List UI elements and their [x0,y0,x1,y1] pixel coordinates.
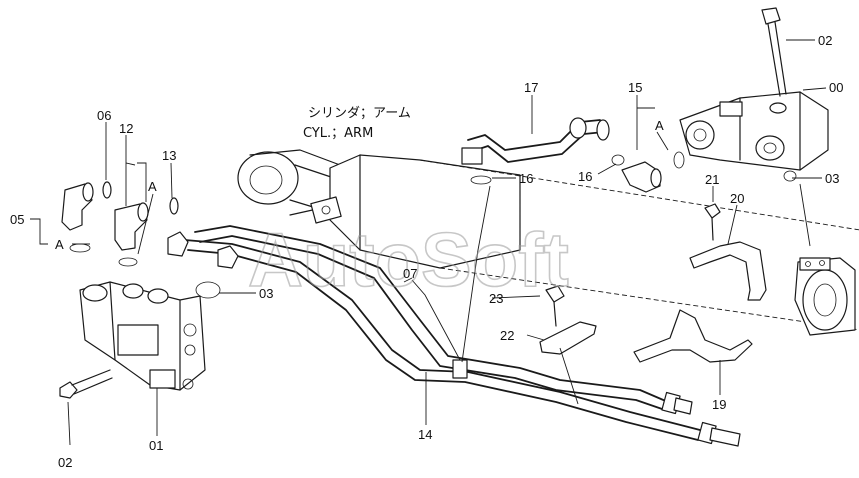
title-japanese: シリンダ；アーム [308,106,411,121]
label-02-top: 02 [818,33,832,48]
label-16-left: 16 [519,171,533,186]
label-a-mid: A [148,179,157,194]
part-labels: 02 00 17 15 A 16 16 03 21 20 06 12 13 A … [10,33,843,470]
label-14: 14 [418,427,432,442]
label-03-right: 03 [825,171,839,186]
valve-00 [679,91,829,171]
oring-a-left [69,243,91,253]
bolt-21 [704,203,721,241]
label-16-right: 16 [578,169,592,184]
clamp-19 [633,309,753,363]
clamp-20 [689,241,767,301]
label-23: 23 [489,291,503,306]
label-15: 15 [628,80,642,95]
label-21: 21 [705,172,719,187]
oring-13-shape [169,197,179,215]
nut-right [217,245,239,269]
label-00: 00 [829,80,843,95]
pipe-14 [184,239,741,447]
title-english: CYL.；ARM [303,126,373,141]
oring-16-left-shape [470,175,492,185]
label-13: 13 [162,148,176,163]
clamp-22 [539,321,597,355]
elbow-15 [621,161,662,193]
elbow-12 [114,202,149,251]
hose-17 [461,117,610,165]
label-20: 20 [730,191,744,206]
label-03-left: 03 [259,286,273,301]
bolt-02-top [761,7,787,97]
elbow-05 [61,182,94,231]
label-12: 12 [119,121,133,136]
label-02-bottom: 02 [58,455,72,470]
bolt-02-bottom [59,369,113,399]
oring-03-right-shape [783,170,797,182]
bolt-23 [545,285,565,327]
oring-16-right-shape [611,154,625,166]
oring-03-shape [195,281,221,299]
leader-lines [30,39,827,446]
label-22: 22 [500,328,514,343]
label-19: 19 [712,397,726,412]
label-05: 05 [10,212,24,227]
label-06: 06 [97,108,111,123]
pipe-07 [194,225,693,415]
watermark: AutoSoft [248,218,569,303]
nut-left [167,231,189,257]
oring-15-shape [673,151,685,169]
label-a-top: A [655,118,664,133]
valve-01 [79,281,206,391]
oring-06-shape [102,181,112,199]
oring-a-mid [118,257,138,267]
label-a-left: A [55,237,64,252]
label-17: 17 [524,80,538,95]
label-07: 07 [403,266,417,281]
arm-cylinder [237,149,859,336]
label-01: 01 [149,438,163,453]
